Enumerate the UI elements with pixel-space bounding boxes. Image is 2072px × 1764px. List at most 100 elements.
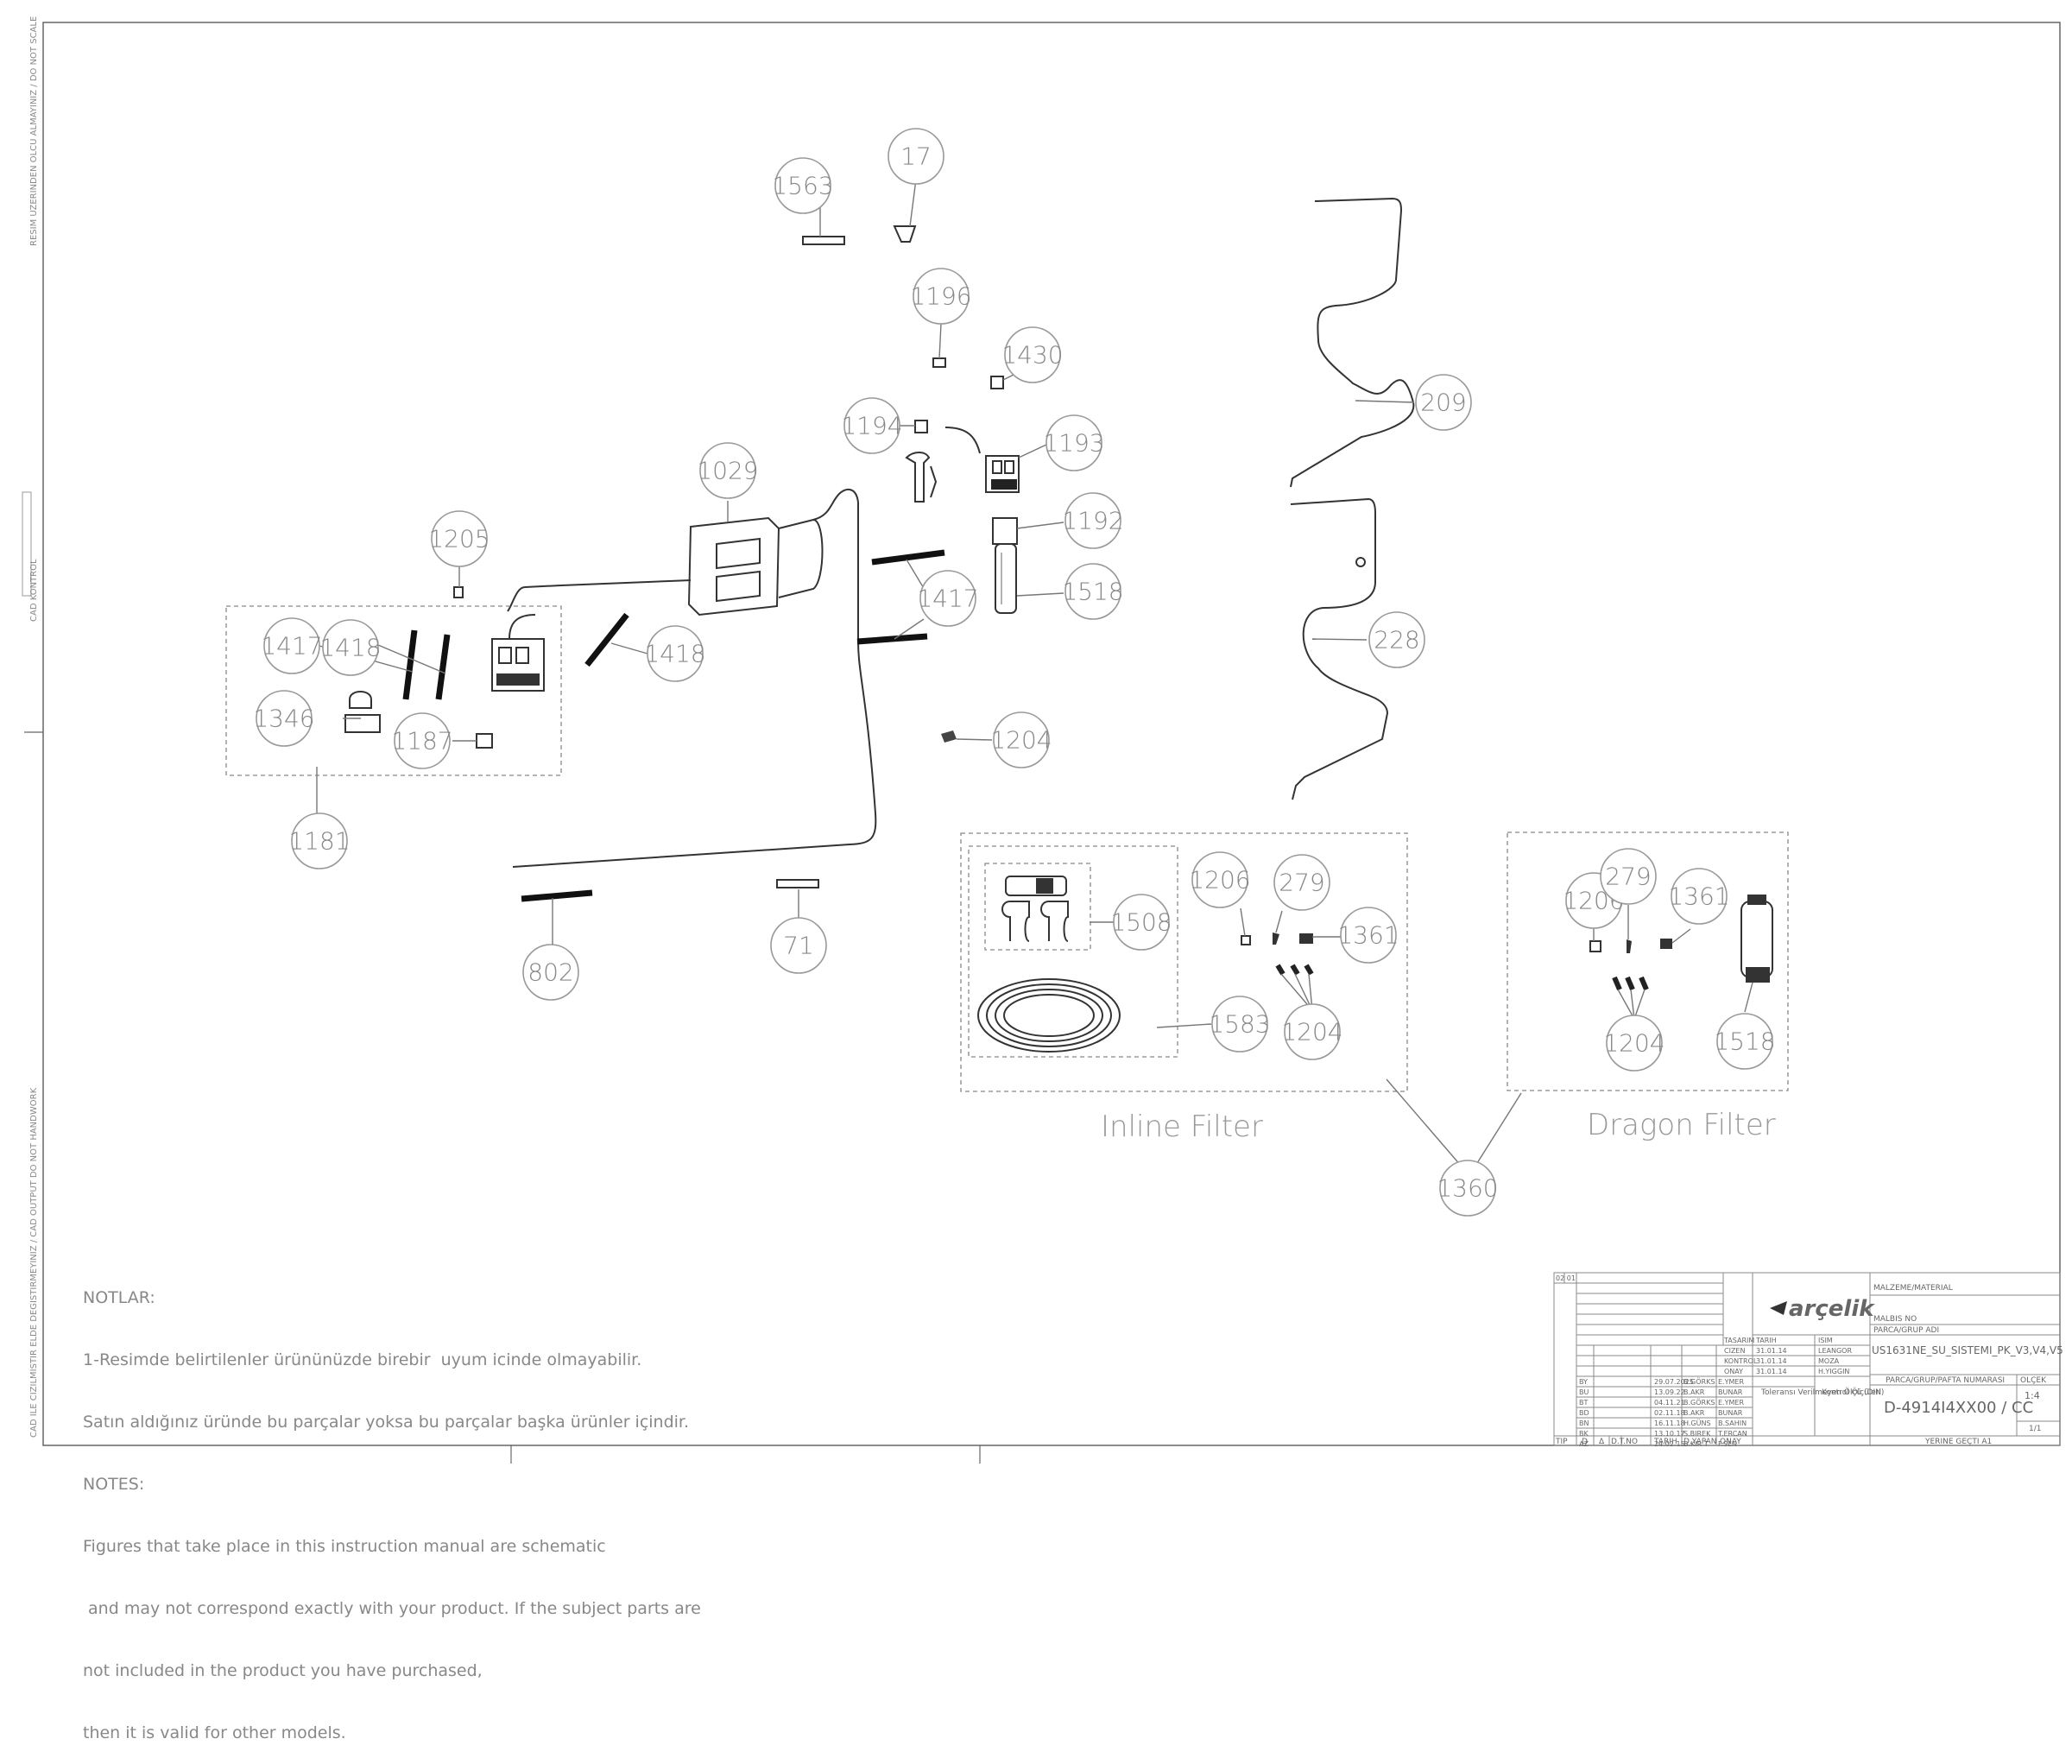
svg-text:ONAY: ONAY xyxy=(1720,1438,1741,1446)
svg-text:1360: 1360 xyxy=(1437,1174,1498,1203)
svg-text:1430: 1430 xyxy=(1001,341,1063,370)
tb-part-group-name: US1631NE_SU_SISTEMI_PK_V3,V4,V5 xyxy=(1872,1344,2063,1356)
part-1583-coiled-tube xyxy=(977,978,1121,1053)
revision-date: 02.11.18 xyxy=(1654,1409,1685,1417)
revision-date: 04.11.21 xyxy=(1654,1399,1685,1407)
callout-1418-group: 1418 xyxy=(319,619,382,676)
svg-text:802: 802 xyxy=(527,958,573,987)
tb-footer-tip: TIP xyxy=(1555,1438,1568,1446)
revision-code: AZ xyxy=(1579,1440,1589,1448)
tb-sheet: 1/1 xyxy=(2029,1425,2041,1433)
part-1417-tube-upper xyxy=(871,549,945,566)
callout-279-dragon: 279 xyxy=(1600,848,1657,905)
revision-code: BK xyxy=(1579,1430,1589,1438)
tb-part-number: D-4914I4XX00 / CC xyxy=(1884,1399,2033,1417)
part-1418-group-tube xyxy=(402,629,418,700)
svg-text:1196: 1196 xyxy=(910,282,971,311)
part-dropper xyxy=(905,452,931,503)
revision-by: B.GÖRKS xyxy=(1684,1398,1715,1407)
tb-col-isim: ISIM xyxy=(1818,1337,1833,1344)
notes-line-en-1: Figures that take place in this instruct… xyxy=(83,1537,606,1556)
callout-209: 209 xyxy=(1415,374,1472,431)
svg-text:1194: 1194 xyxy=(841,412,902,440)
callout-17: 17 xyxy=(888,128,944,185)
callout-1508: 1508 xyxy=(1110,894,1172,951)
svg-text:1193: 1193 xyxy=(1043,429,1104,458)
svg-text:1361: 1361 xyxy=(1668,882,1729,911)
revision-by: B.AKR xyxy=(1684,1409,1705,1417)
callout-1346: 1346 xyxy=(253,690,315,747)
svg-text:209: 209 xyxy=(1420,389,1466,417)
callout-1204-dragon: 1204 xyxy=(1603,1015,1665,1072)
title-block: 02 01 arçelik TARIH ISIM TASARIM CIZEN 3… xyxy=(1553,1272,2063,1448)
revision-code: BT xyxy=(1579,1399,1588,1407)
inline-filter-kit-box xyxy=(984,863,1091,951)
inline-filter-box xyxy=(960,832,1408,1092)
part-1508-filter-kit xyxy=(1001,876,1069,942)
svg-text:1563: 1563 xyxy=(772,172,833,200)
callout-1205: 1205 xyxy=(428,510,490,567)
part-1346-bracket xyxy=(349,691,372,709)
callout-1206-inline: 1206 xyxy=(1189,851,1251,908)
arcelik-logo-icon xyxy=(1770,1301,1787,1315)
part-209-tube xyxy=(1290,197,1415,488)
callout-71: 71 xyxy=(770,917,827,974)
callout-279-inline: 279 xyxy=(1273,854,1330,911)
revision-who: E.YMER xyxy=(1718,1378,1744,1386)
part-228-tube xyxy=(1290,497,1389,800)
revision-date: 13.10.17 xyxy=(1654,1430,1685,1438)
svg-text:TARIH: TARIH xyxy=(1653,1438,1677,1446)
svg-text:31.01.14: 31.01.14 xyxy=(1756,1368,1787,1375)
svg-text:D: D xyxy=(1582,1438,1588,1446)
svg-text:1029: 1029 xyxy=(697,457,758,485)
callout-1360: 1360 xyxy=(1437,1160,1499,1217)
inline-filter-inner-box xyxy=(968,845,1178,1058)
svg-text:1583: 1583 xyxy=(1209,1010,1270,1039)
svg-text:1346: 1346 xyxy=(253,705,314,733)
revision-date: 13.09.22 xyxy=(1654,1388,1685,1396)
svg-text:1206: 1206 xyxy=(1189,866,1250,895)
callout-1196: 1196 xyxy=(910,268,972,325)
part-1204-clip xyxy=(941,730,957,743)
callout-1417-group: 1417 xyxy=(261,617,323,674)
svg-text:D.YAPAN: D.YAPAN xyxy=(1684,1438,1717,1446)
revision-who: BUNAR xyxy=(1718,1388,1743,1396)
tb-row-tasarim: TASARIM xyxy=(1723,1337,1754,1344)
callout-228: 228 xyxy=(1368,611,1425,668)
part-1518-filter xyxy=(995,543,1017,614)
part-1196 xyxy=(932,357,946,368)
tb-material-label: MALZEME/MATERIAL xyxy=(1873,1284,1953,1293)
exploded-parts-drawing: RESIM UZERINDEN OLCU ALMAYINIZ / DO NOT … xyxy=(22,16,2063,1464)
svg-text:D.T.NO: D.T.NO xyxy=(1611,1438,1638,1446)
callout-1187: 1187 xyxy=(391,712,453,769)
revision-by: B.KIR T xyxy=(1684,1440,1709,1448)
svg-text:MOZA: MOZA xyxy=(1818,1357,1840,1365)
group-1181-box xyxy=(225,605,562,776)
svg-text:279: 279 xyxy=(1279,869,1324,897)
part-1192-housing xyxy=(992,517,1018,545)
part-pump-assembly xyxy=(491,614,545,692)
part-71-rod xyxy=(776,879,819,888)
callout-1192: 1192 xyxy=(1062,492,1124,549)
revision-code: BD xyxy=(1579,1409,1589,1417)
notes-line-en-4: then it is valid for other models. xyxy=(83,1723,346,1742)
part-1194 xyxy=(914,420,928,433)
svg-text:1518: 1518 xyxy=(1714,1027,1775,1056)
tb-control: Kontrol Ölçüleri xyxy=(1822,1388,1881,1397)
callout-1518-dragon: 1518 xyxy=(1714,1013,1776,1070)
svg-text:1204: 1204 xyxy=(1603,1029,1665,1058)
tb-malbis-label: MALBIS NO xyxy=(1873,1315,1917,1324)
svg-text:H.YIGGIN: H.YIGGIN xyxy=(1818,1368,1849,1375)
svg-text:1361: 1361 xyxy=(1337,921,1399,950)
revision-who: BUNAR xyxy=(1718,1409,1743,1417)
svg-text:1204: 1204 xyxy=(990,726,1052,755)
callout-1417-right: 1417 xyxy=(917,570,979,627)
callout-1361-inline: 1361 xyxy=(1337,907,1399,964)
inline-filter-title: Inline Filter xyxy=(1101,1110,1263,1144)
notes-line-tr-2: Satın aldığınız üründe bu parçalar yoksa… xyxy=(83,1413,690,1432)
part-1205 xyxy=(453,586,464,598)
revision-date: 24.02.15 xyxy=(1654,1440,1685,1448)
revision-code: BY xyxy=(1579,1378,1588,1386)
notes-block: NOTLAR: 1-Resimde belirtilenler ürününüz… xyxy=(83,1246,701,1764)
